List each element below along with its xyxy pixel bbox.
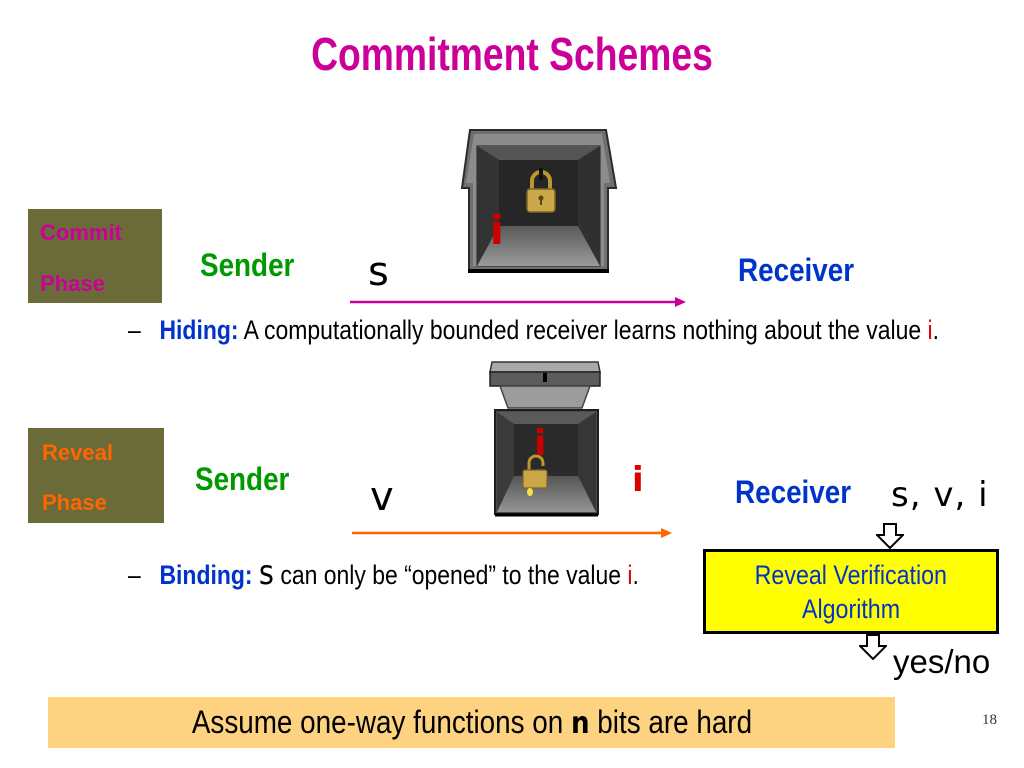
verification-title-line2-row: Algorithm bbox=[706, 594, 996, 624]
commit-box-value: i bbox=[490, 208, 504, 254]
commit-phase-box: Commit Phase bbox=[28, 209, 162, 303]
reveal-sender-label: Sender bbox=[195, 461, 290, 497]
reveal-arrow bbox=[352, 528, 672, 538]
open-padlock-icon bbox=[522, 454, 548, 496]
assumption-text-after: bits are hard bbox=[596, 704, 752, 740]
binding-bullet: –Binding: s can only be “opened” to the … bbox=[128, 556, 688, 591]
reveal-phase-label-line1: Reveal bbox=[42, 440, 113, 465]
hiding-term: Hiding: bbox=[159, 315, 239, 345]
binding-text: can only be “opened” to the value bbox=[280, 560, 622, 590]
binding-period: . bbox=[632, 560, 639, 590]
assumption-text-before: Assume one-way functions on bbox=[191, 704, 563, 740]
verification-title-line2: Algorithm bbox=[801, 594, 901, 624]
reveal-phase-label-line2: Phase bbox=[42, 490, 107, 515]
verification-title-line1: Reveal Verification bbox=[754, 560, 948, 590]
hollow-down-arrow-icon bbox=[859, 634, 887, 660]
reveal-message-symbol: v bbox=[370, 474, 394, 520]
commit-phase-label-line1: Commit bbox=[40, 220, 122, 245]
commit-phase-label-line2: Phase bbox=[40, 271, 105, 296]
binding-dash: – bbox=[128, 560, 141, 590]
locked-chest-icon: i bbox=[460, 129, 618, 273]
open-chest-icon: i bbox=[489, 361, 601, 517]
assumption-variable: n bbox=[570, 706, 590, 741]
verification-algorithm-box: Reveal Verification Algorithm bbox=[703, 549, 999, 634]
title-row: Commitment Schemes bbox=[0, 31, 1024, 77]
hollow-down-arrow-icon bbox=[876, 523, 904, 549]
binding-commitment-symbol: s bbox=[258, 553, 274, 593]
hiding-dash: – bbox=[128, 315, 141, 345]
verification-title-line1-row: Reveal Verification bbox=[706, 560, 996, 590]
reveal-receiver-label: Receiver bbox=[735, 474, 852, 510]
commit-arrow bbox=[350, 297, 686, 307]
assumption-banner: Assume one-way functions on n bits are h… bbox=[48, 697, 895, 748]
hiding-line: –Hiding: A computationally bounded recei… bbox=[128, 314, 939, 346]
slide-title: Commitment Schemes bbox=[311, 28, 713, 80]
reveal-value-symbol: i bbox=[632, 460, 644, 500]
hiding-period: . bbox=[932, 315, 939, 345]
hiding-text: A computationally bounded receiver learn… bbox=[243, 315, 922, 345]
commit-receiver-label: Receiver bbox=[738, 252, 855, 288]
commit-sender-label: Sender bbox=[200, 247, 295, 283]
binding-line: –Binding: s can only be “opened” to the … bbox=[128, 556, 639, 591]
binding-term: Binding: bbox=[159, 560, 253, 590]
verification-output: yes/no bbox=[893, 643, 991, 680]
commit-message-symbol: s bbox=[368, 249, 389, 295]
hiding-value: i bbox=[927, 315, 933, 345]
receiver-inputs: s, v, i bbox=[891, 475, 989, 515]
padlock-icon bbox=[526, 168, 556, 213]
reveal-box-value: i bbox=[534, 423, 546, 464]
hiding-bullet: –Hiding: A computationally bounded recei… bbox=[128, 314, 1008, 346]
reveal-phase-box: Reveal Phase bbox=[28, 428, 164, 523]
assumption-text: Assume one-way functions on n bits are h… bbox=[191, 697, 751, 749]
binding-value: i bbox=[627, 560, 633, 590]
page-number: 18 bbox=[982, 712, 997, 728]
